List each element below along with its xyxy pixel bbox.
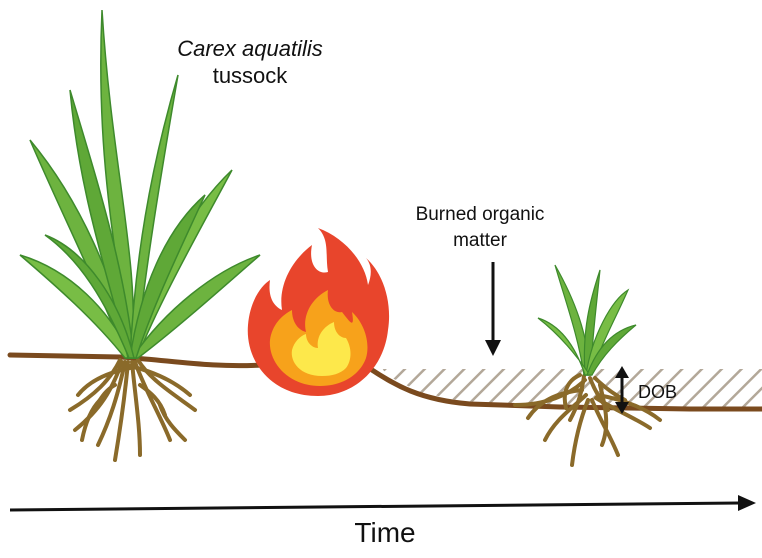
burned-matter-arrow [485,262,501,356]
time-axis-arrow [10,495,756,511]
tussock-label: tussock [130,63,370,89]
species-name-label: Carex aquatilis [130,36,370,62]
burned-matter-label: matter [365,230,595,252]
fire-icon [248,228,389,396]
time-axis-label: Time [330,517,440,549]
burned-organic-label: Burned organic [365,204,595,226]
tussock-roots-icon [70,360,195,460]
dob-label: DOB [638,382,677,403]
sedge-seedling-icon [538,265,636,375]
